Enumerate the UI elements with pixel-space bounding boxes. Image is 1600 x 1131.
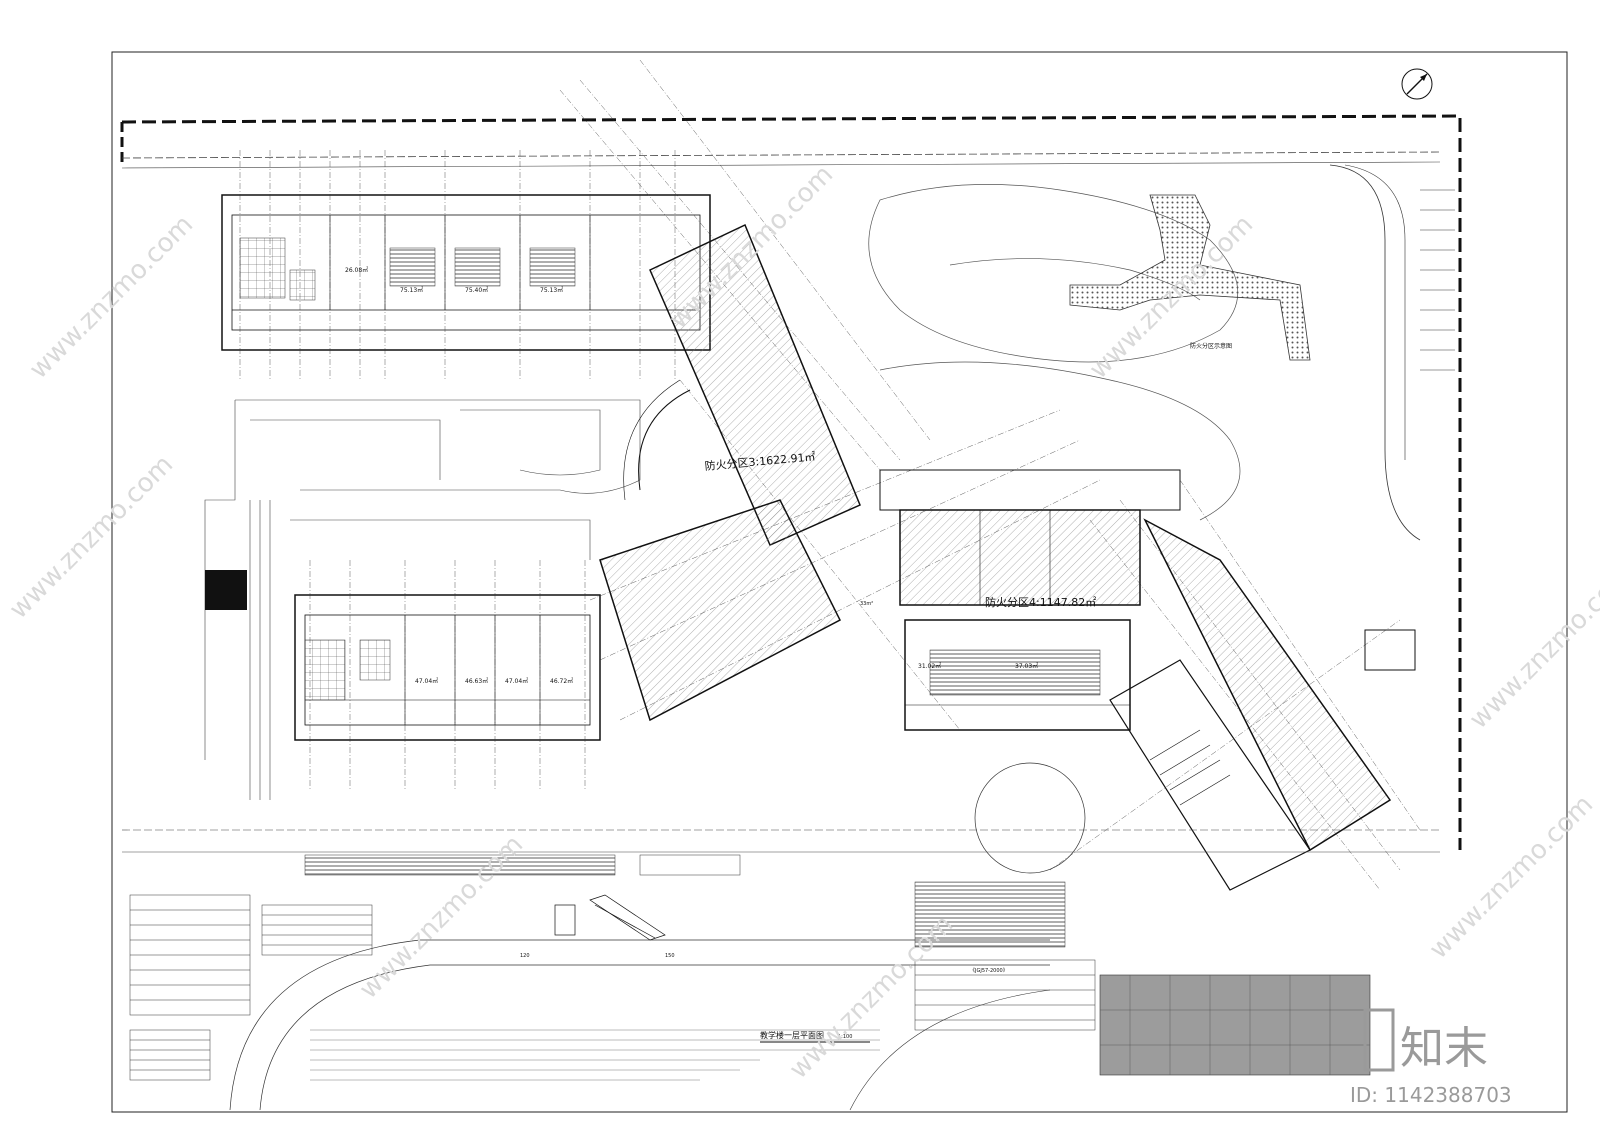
dim-150-label: 150 <box>665 953 675 959</box>
legend-title-label: 防火分区示意图 <box>1190 342 1232 350</box>
inset-grid <box>1100 975 1370 1075</box>
east-road <box>1329 164 1421 541</box>
building-diagonal-wing: 防火分区3:1622.91㎡ <box>559 59 1101 731</box>
stair-tower-black <box>205 570 247 610</box>
area-a3: 75.40㎡ <box>465 286 488 294</box>
notes-table-center <box>914 881 1096 1031</box>
general-notes <box>310 1029 880 1081</box>
area-b2: 46.63㎡ <box>465 677 488 685</box>
athletic-track <box>229 939 1050 1111</box>
watermark-text: www.znzmo.com <box>784 910 959 1085</box>
landscape-lawn-2 <box>879 361 1241 521</box>
area-a2: 75.13㎡ <box>400 286 423 294</box>
building-west-lower: 47.04㎡ 46.63㎡ 47.04㎡ 46.72㎡ <box>294 560 601 790</box>
area-c1: 31.02㎡ <box>918 662 941 670</box>
north-arrow-icon <box>1401 68 1433 100</box>
landscape-lawn <box>868 184 1239 363</box>
fire-zone-4-label: 防火分区4:1147.82㎡ <box>985 595 1096 609</box>
area-b3: 47.04㎡ <box>505 677 528 685</box>
building-southeast-wing <box>1049 479 1421 891</box>
building-west-upper: 26.08㎡ 75.13㎡ 75.40㎡ 75.13㎡ <box>221 150 711 380</box>
ramp-detail <box>554 894 666 941</box>
east-road-2 <box>1344 164 1406 460</box>
watermark-text: www.znzmo.com <box>1424 790 1599 965</box>
image-id-label: ID: 1142388703 <box>1350 1083 1512 1107</box>
area-b1: 47.04㎡ <box>415 677 438 685</box>
site-boundary <box>121 114 1462 850</box>
code-ref-label: 《JGJ57-2000》 <box>970 968 1008 974</box>
paving-band <box>1069 194 1311 361</box>
sheet-border <box>111 51 1568 1113</box>
stair-area-label: 33m² <box>860 601 873 607</box>
notes-table-left <box>129 894 373 1081</box>
dim-120-label: 120 <box>520 953 530 959</box>
courtyard-paths <box>204 399 641 800</box>
brand-logo-text: 知末 <box>1400 1023 1488 1074</box>
watermark-text: www.znzmo.com <box>1464 560 1600 735</box>
drawing-title: 教学楼一层平面图 <box>760 1030 824 1040</box>
drawing-scale: 1:100 <box>838 1034 852 1040</box>
building-east-block: 防火分区4:1147.82㎡ 31.02㎡ 37.03㎡ 33m² <box>860 469 1181 874</box>
parking-stalls <box>1420 189 1455 371</box>
area-b4: 46.72㎡ <box>550 677 573 685</box>
area-c2: 37.03㎡ <box>1015 662 1038 670</box>
watermark-text: www.znzmo.com <box>24 210 199 385</box>
brand-logo: 知末 <box>1363 1008 1488 1074</box>
gate-house <box>1364 629 1416 671</box>
athletic-track-2 <box>259 964 1050 1111</box>
watermark-text: www.znzmo.com <box>4 450 179 625</box>
area-a4: 75.13㎡ <box>540 286 563 294</box>
inset-plan <box>1099 974 1371 1076</box>
road-line-2 <box>121 161 1441 169</box>
area-a1: 26.08㎡ <box>345 266 368 274</box>
south-parking <box>304 854 741 876</box>
road-line <box>121 151 1441 159</box>
